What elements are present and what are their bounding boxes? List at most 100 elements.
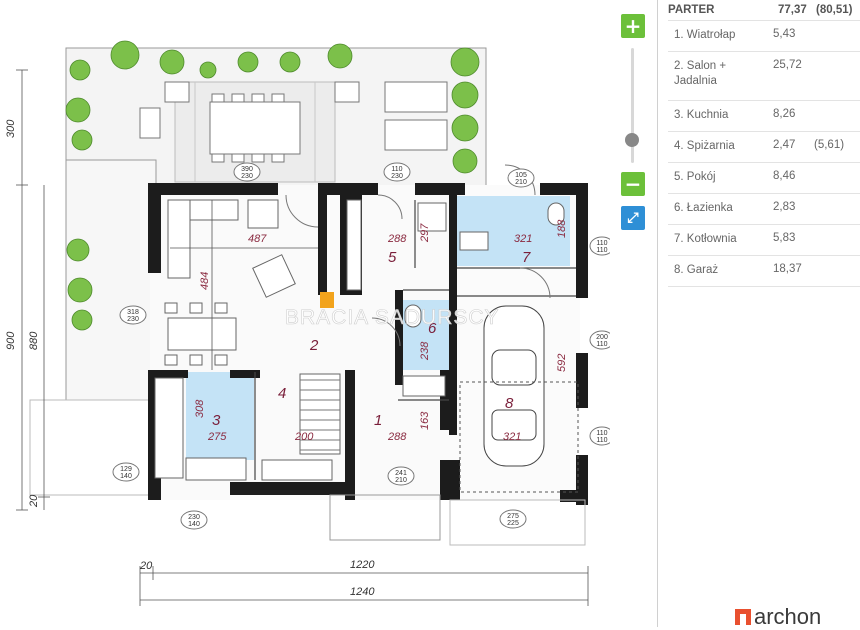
room-name: 5. Pokój <box>674 171 716 183</box>
dim-vertical-300: 300 <box>5 119 17 138</box>
room-number-6: 6 <box>428 320 437 337</box>
dim-kuchnia-depth: 308 <box>194 399 206 418</box>
dim-kuchnia-width: 275 <box>207 431 227 443</box>
room-name: 1. Wiatrołap <box>674 29 736 41</box>
room-area: 18,37 <box>773 263 802 275</box>
room-area: 5,43 <box>773 28 796 40</box>
svg-text:318: 318 <box>127 309 139 316</box>
room-row: 6. Łazienka 2,83 <box>668 193 860 224</box>
svg-text:140: 140 <box>188 521 200 528</box>
dim-vertical-880: 880 <box>28 331 40 350</box>
svg-text:105: 105 <box>515 172 527 179</box>
fullscreen-icon[interactable]: ⤢ <box>621 206 645 230</box>
dim-garaz-width: 321 <box>503 431 521 443</box>
dim-kotlownia-depth: 188 <box>556 219 568 238</box>
floor-plan-drawing: 487 484 288 297 321 188 238 308 275 200 … <box>5 40 610 606</box>
opening-kitchen-window-bottom: 230 140 <box>180 510 208 530</box>
dim-hall-width: 200 <box>294 431 314 443</box>
room-name: 6. Łazienka <box>674 202 733 214</box>
room-number-4: 4 <box>278 385 286 402</box>
room-area-alt: (5,61) <box>814 139 845 151</box>
sunbed <box>384 81 448 113</box>
room-area: 8,46 <box>773 170 796 182</box>
sunbed <box>384 119 448 151</box>
svg-text:390: 390 <box>241 166 253 173</box>
fireplace <box>320 292 334 308</box>
left-apron <box>29 399 151 496</box>
zoom-slider-handle[interactable] <box>625 133 639 147</box>
car-outline <box>483 305 545 467</box>
stairs <box>300 379 340 451</box>
dim-lazienka-depth: 238 <box>419 341 431 361</box>
svg-text:110: 110 <box>596 430 607 437</box>
archon-logo: archon <box>735 604 821 630</box>
dim-kotlownia-width: 321 <box>514 233 532 245</box>
svg-text:129: 129 <box>120 466 132 473</box>
svg-text:230: 230 <box>391 173 403 180</box>
total-area-alt: (80,51) <box>816 4 853 16</box>
hedge-plants <box>65 40 480 331</box>
opening-boiler-window: 105 210 <box>507 168 535 188</box>
dim-vertical-20: 20 <box>28 494 40 508</box>
room-row: 2. Salon + Jadalnia 25,72 <box>668 51 860 100</box>
room-area: 25,72 <box>773 59 802 71</box>
svg-text:210: 210 <box>515 179 527 186</box>
room-row: 7. Kotłownia 5,83 <box>668 224 860 255</box>
room-row: 1. Wiatrołap 5,43 <box>668 20 860 51</box>
svg-text:230: 230 <box>188 514 200 521</box>
total-area: 77,37 <box>778 4 807 16</box>
patio-chair <box>139 107 161 139</box>
dim-garaz-depth: 592 <box>556 354 568 372</box>
room-number-5: 5 <box>388 249 397 266</box>
dim-horizontal-1240: 1240 <box>350 586 375 598</box>
dim-wiatrolap-width: 288 <box>387 431 407 443</box>
dim-horizontal-1220: 1220 <box>350 559 375 571</box>
opening-garage-window-right: 200 110 <box>589 330 610 350</box>
opening-right-window-1: 110 110 <box>589 236 610 256</box>
room-area: 8,26 <box>773 108 796 120</box>
dim-vertical-900: 900 <box>5 331 17 350</box>
archon-logo-icon <box>735 609 751 625</box>
room-number-3: 3 <box>212 412 221 429</box>
opening-kitchen-window-top: 110 230 <box>383 162 411 182</box>
area-table-header: PARTER 77,37 (80,51) <box>668 4 858 20</box>
opening-kitchen-window-left: 129 140 <box>112 462 140 482</box>
svg-text:110: 110 <box>596 437 607 444</box>
svg-text:110: 110 <box>596 341 607 348</box>
dim-wiatrolap-depth: 163 <box>419 411 431 430</box>
room-area: 2,83 <box>773 201 796 213</box>
room-row: 8. Garaż 18,37 <box>668 255 860 287</box>
svg-text:200: 200 <box>596 334 608 341</box>
dim-horizontal-20: 20 <box>139 560 153 572</box>
dim-salon-width: 487 <box>248 233 267 245</box>
room-number-7: 7 <box>522 249 531 266</box>
svg-text:275: 275 <box>507 513 519 520</box>
room-row: 3. Kuchnia 8,26 <box>668 100 860 131</box>
room-name: 2. Salon + Jadalnia <box>674 60 727 87</box>
driveway-edge <box>449 499 586 546</box>
zoom-in-button[interactable]: + <box>621 14 645 38</box>
zoom-out-button[interactable]: − <box>621 172 645 196</box>
svg-text:230: 230 <box>241 173 253 180</box>
archon-logo-text: archon <box>754 604 822 629</box>
svg-text:230: 230 <box>127 316 139 323</box>
room-row: 5. Pokój 8,46 <box>668 162 860 193</box>
room-number-8: 8 <box>505 395 514 412</box>
patio-table <box>209 101 301 155</box>
room-area: 5,83 <box>773 232 796 244</box>
room-name: 7. Kotłownia <box>674 233 737 245</box>
svg-text:241: 241 <box>395 470 407 477</box>
svg-text:110: 110 <box>596 247 607 254</box>
watermark: BRACIA SADURSCY <box>285 306 500 329</box>
room-name: 4. Spiżarnia <box>674 140 735 152</box>
svg-text:110: 110 <box>391 166 402 173</box>
room-number-2: 2 <box>309 337 319 354</box>
entrance-steps <box>329 494 441 541</box>
room-name: 3. Kuchnia <box>674 109 729 121</box>
room-number-1: 1 <box>374 412 382 429</box>
opening-terrace-door: 390 230 <box>233 162 261 182</box>
opening-garage-window-right-2: 110 110 <box>589 426 610 446</box>
opening-living-window-left: 318 230 <box>119 305 147 325</box>
zoom-slider-track[interactable] <box>631 48 634 163</box>
svg-text:210: 210 <box>395 477 407 484</box>
